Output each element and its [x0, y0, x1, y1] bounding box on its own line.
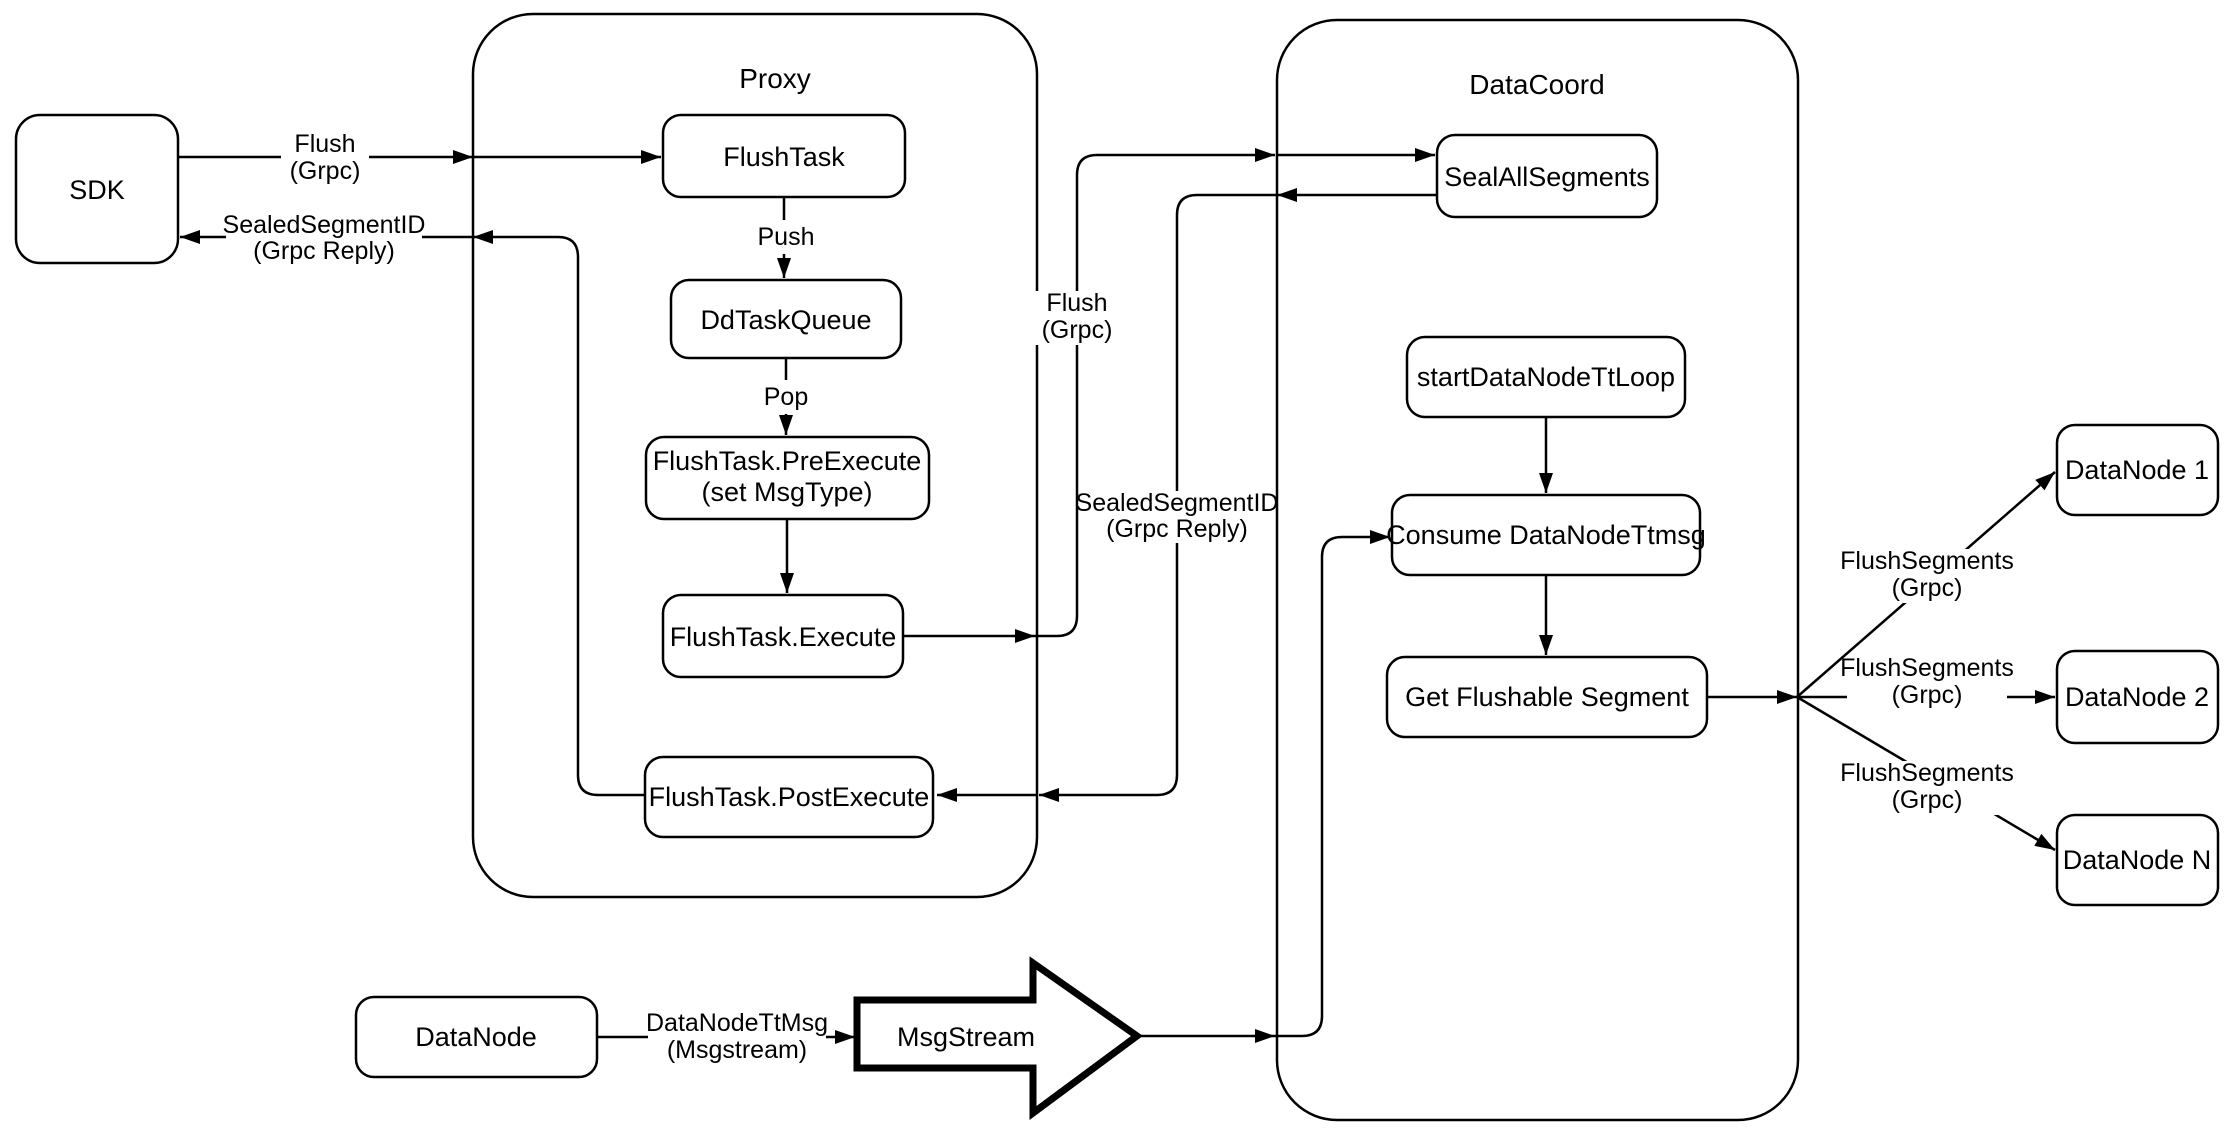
label-push: Push [756, 220, 816, 254]
label-text: FlushSegments [1840, 547, 2014, 575]
node-box [1435, 133, 1659, 219]
node-consume-datanodettmsg: Consume DataNodeTtmsg [1386, 493, 1706, 577]
label-text: (Grpc) [1892, 574, 1963, 602]
node-label: DdTaskQueue [700, 305, 871, 335]
datacoord-title: DataCoord [1469, 69, 1604, 100]
node-datanode-1: DataNode 1 [2055, 423, 2220, 517]
node-flushtask-postexecute: FlushTask.PostExecute [643, 755, 935, 839]
label-text: DataNodeTtMsg [646, 1009, 828, 1037]
node-box [1405, 335, 1687, 419]
label-flushsegments-1: FlushSegments (Grpc) [1840, 547, 2014, 603]
label-bg [281, 132, 369, 186]
node-box [661, 593, 905, 679]
label-pop: Pop [761, 380, 811, 414]
edge-labels: Flush (Grpc) SealedSegmentID (Grpc Reply… [223, 130, 2014, 1065]
node-box [661, 113, 907, 199]
edge-datacoordborder-to-consume [1275, 530, 1390, 1038]
label-bg [226, 213, 422, 265]
label-text: Flush [1046, 289, 1107, 317]
node-datanode-source: DataNode [354, 995, 599, 1079]
label-bg [648, 1011, 826, 1065]
label-sealedsegmentid-sdk: SealedSegmentID (Grpc Reply) [223, 211, 426, 265]
label-text: Flush [294, 130, 355, 158]
nodes: SDK FlushTask DdTaskQueue FlushTask.PreE… [14, 113, 2220, 1120]
label-flush-grpc-datacoord: Flush (Grpc) [1033, 289, 1121, 345]
node-label: DataNode 2 [2065, 682, 2209, 712]
label-flushsegments-3: FlushSegments (Grpc) [1840, 759, 2014, 815]
label-bg [756, 220, 816, 254]
label-text: Pop [764, 383, 808, 411]
node-box [2055, 649, 2220, 745]
label-bg [1847, 761, 2007, 815]
label-text: SealedSegmentID [223, 211, 426, 239]
label-datanodettmsg: DataNodeTtMsg (Msgstream) [646, 1009, 828, 1065]
node-box [1385, 655, 1709, 739]
label-sealedsegmentid-datacoord: SealedSegmentID (Grpc Reply) [1076, 489, 1279, 543]
label-text: Push [758, 223, 815, 251]
node-box [2055, 423, 2220, 517]
node-flushtask-execute: FlushTask.Execute [661, 593, 905, 679]
node-flushtask: FlushTask [661, 113, 907, 199]
datacoord-container-box [1275, 18, 1800, 1122]
edge-flush-to-datacoord [1035, 148, 1275, 638]
proxy-title: Proxy [739, 63, 811, 94]
node-datanode-n: DataNode N [2055, 813, 2220, 907]
label-text: (Grpc) [1892, 681, 1963, 709]
label-bg [1079, 491, 1275, 543]
label-text: (Grpc Reply) [253, 237, 395, 265]
label-text: FlushSegments [1840, 654, 2014, 682]
node-box [644, 435, 931, 521]
node-label: MsgStream [897, 1022, 1035, 1052]
node-label: SealAllSegments [1444, 162, 1650, 192]
label-text: (Msgstream) [667, 1036, 807, 1064]
node-sdk: SDK [14, 113, 180, 265]
node-box [14, 113, 180, 265]
edge-postexecute-to-proxyborder [473, 230, 645, 797]
label-bg [1847, 656, 2007, 710]
proxy-container-box [471, 12, 1039, 899]
label-text: FlushSegments [1840, 759, 2014, 787]
node-label: DataNode [415, 1022, 537, 1052]
node-flushtask-preexecute: FlushTask.PreExecute (set MsgType) [644, 435, 931, 521]
container-proxy: Proxy [471, 12, 1039, 899]
node-box [1390, 493, 1702, 577]
node-box [354, 995, 599, 1079]
label-flush-grpc-sdk: Flush (Grpc) [281, 130, 369, 186]
node-startdatanodettloop: startDataNodeTtLoop [1405, 335, 1687, 419]
node-datanode-2: DataNode 2 [2055, 649, 2220, 745]
node-label: FlushTask.PostExecute [649, 782, 930, 812]
container-datacoord: DataCoord [1275, 18, 1800, 1122]
node-label: DataNode 1 [2065, 455, 2209, 485]
node-box [669, 278, 903, 360]
label-text: (Grpc) [290, 157, 361, 185]
node-label: (set MsgType) [701, 477, 872, 507]
node-label: DataNode N [2063, 845, 2212, 875]
label-flushsegments-2: FlushSegments (Grpc) [1840, 654, 2014, 710]
node-label: FlushTask.Execute [670, 622, 897, 652]
label-text: SealedSegmentID [1076, 489, 1279, 517]
node-box [2055, 813, 2220, 907]
node-box [643, 755, 935, 839]
node-get-flushable-segment: Get Flushable Segment [1385, 655, 1709, 739]
block-arrow-icon [853, 956, 1143, 1120]
label-text: (Grpc) [1892, 786, 1963, 814]
node-label: SDK [69, 175, 125, 205]
node-label: FlushTask.PreExecute [653, 446, 922, 476]
node-ddtaskqueue: DdTaskQueue [669, 278, 903, 360]
node-label: Get Flushable Segment [1405, 682, 1689, 712]
label-text: (Grpc Reply) [1106, 515, 1248, 543]
label-bg [761, 380, 811, 414]
node-label: FlushTask [723, 142, 845, 172]
node-label: startDataNodeTtLoop [1417, 362, 1675, 392]
label-bg [1033, 291, 1121, 345]
node-sealallsegments: SealAllSegments [1435, 133, 1659, 219]
node-msgstream: MsgStream [853, 956, 1143, 1120]
node-label: Consume DataNodeTtmsg [1386, 520, 1706, 550]
label-bg [1847, 549, 2007, 603]
label-text: (Grpc) [1042, 316, 1113, 344]
